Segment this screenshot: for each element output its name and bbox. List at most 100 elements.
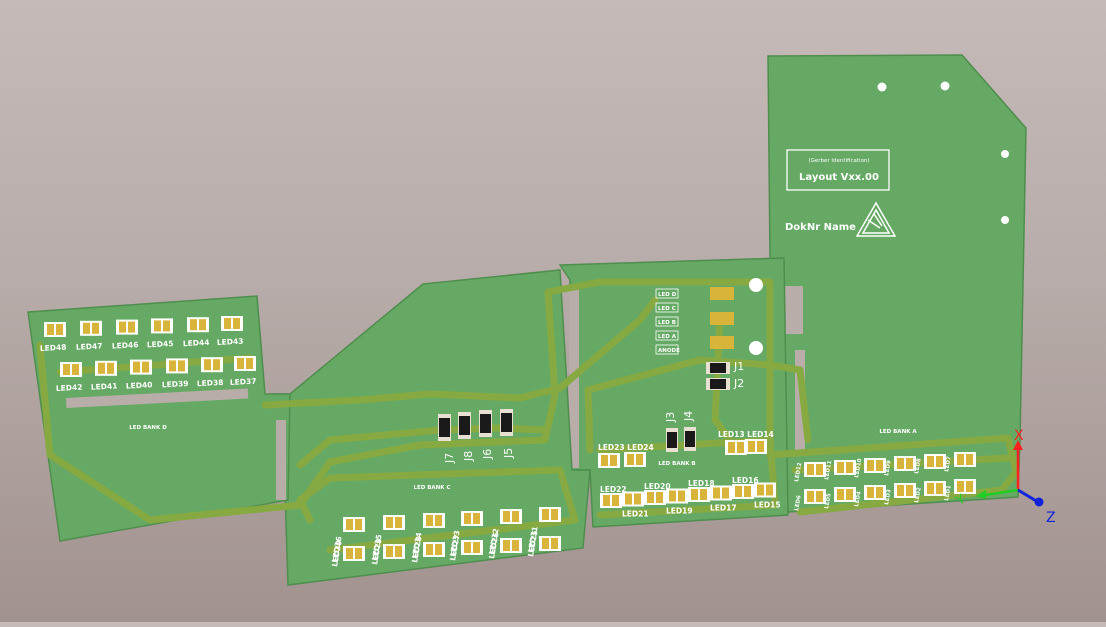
axis-z-label: Z	[1046, 510, 1056, 526]
mounting-hole	[1001, 216, 1009, 224]
led-footprint	[804, 462, 826, 477]
led-footprint	[710, 485, 732, 501]
led-footprint: LED32	[487, 509, 522, 555]
jumper-label: J6	[481, 449, 494, 460]
led-footprint: LED45	[147, 318, 174, 349]
connector-pad-label: LED C	[658, 306, 676, 312]
jumper: J2	[706, 377, 744, 390]
led-label: LED37	[230, 377, 257, 387]
led-label: LED43	[217, 337, 244, 347]
led-footprint: LED44	[183, 317, 210, 348]
connector-pad-label: LED B	[658, 320, 676, 326]
connector-pad	[710, 312, 734, 325]
jumper: J4	[682, 411, 696, 451]
jumper-label: J5	[502, 448, 515, 459]
led-label: LED41	[91, 381, 118, 391]
led-label: LED47	[76, 341, 103, 351]
esd-warning-icon	[855, 201, 897, 237]
led-footprint	[804, 489, 826, 504]
svg-text:LED4: LED4	[854, 491, 863, 508]
board-slot-2	[795, 350, 805, 456]
led-footprint: LED43	[217, 316, 244, 347]
svg-text:LED23 LED24: LED23 LED24	[598, 443, 654, 452]
svg-text:LED22: LED22	[600, 485, 627, 494]
led-label: LED46	[112, 340, 139, 350]
led-footprint: LED47	[76, 320, 103, 352]
layout-label: Layout Vxx.00	[799, 172, 879, 183]
led-footprint: LED42	[56, 362, 83, 393]
led-footprint	[688, 487, 710, 502]
board-slot-left-2	[276, 420, 286, 500]
led-label: LED45	[147, 339, 174, 349]
mounting-hole	[1001, 150, 1009, 158]
axis-x-label: X	[1014, 428, 1024, 444]
svg-text:LED13 LED14: LED13 LED14	[718, 430, 774, 439]
led-footprint	[954, 452, 976, 467]
led-footprint	[644, 490, 666, 505]
svg-text:LED6: LED6	[794, 495, 803, 512]
led-footprint: LED39	[162, 358, 189, 389]
jumper-label: J2	[733, 377, 744, 390]
mounting-hole	[877, 82, 887, 92]
led-footprint	[864, 458, 886, 473]
connector-pad	[710, 287, 734, 300]
svg-text:LED9: LED9	[884, 460, 893, 477]
led-footprint: LED40	[126, 359, 153, 391]
connector-pad-label: ANODE	[658, 348, 680, 354]
svg-text:LED19: LED19	[666, 507, 693, 516]
svg-text:LED17: LED17	[710, 504, 737, 513]
led-footprint	[924, 481, 946, 496]
svg-text:LED18: LED18	[688, 479, 715, 488]
board-slot-left	[66, 388, 249, 408]
svg-text:LED5: LED5	[824, 493, 833, 510]
led-label: LED42	[56, 383, 83, 393]
led-footprint: LED41	[91, 360, 118, 392]
bank-label-a: LED BANK A	[879, 429, 917, 435]
connector-pad-group	[710, 287, 734, 349]
svg-text:LED11: LED11	[824, 460, 833, 480]
svg-text:LED20: LED20	[644, 482, 671, 491]
led-label: LED39	[162, 379, 189, 389]
mounting-hole	[749, 341, 763, 355]
svg-text:LED15: LED15	[754, 501, 781, 510]
led-footprint: LED30	[330, 540, 365, 567]
connector-pad-label: LED D	[658, 292, 677, 298]
bank-label-b: LED BANK B	[658, 461, 695, 467]
led-label: LED44	[183, 338, 210, 348]
jumper: J6	[479, 410, 494, 460]
connector-pad-label: LED A	[658, 334, 677, 340]
led-footprint	[924, 454, 946, 469]
led-footprint: LED37	[230, 356, 257, 387]
led-footprint: LED38	[197, 357, 224, 388]
gerber-label: (Gerber Identification)	[808, 158, 869, 164]
mounting-holes	[749, 81, 1009, 355]
led-footprint	[954, 479, 976, 494]
doc-label: DokNr Name	[785, 222, 856, 233]
bank-label-d: LED BANK D	[129, 425, 167, 431]
led-footprint	[624, 452, 646, 467]
led-footprint	[754, 482, 776, 498]
svg-text:LED3: LED3	[884, 489, 893, 506]
svg-text:LED7: LED7	[944, 456, 953, 473]
led-footprint	[834, 487, 856, 502]
led-footprint	[745, 439, 767, 454]
jumper-label: J4	[682, 411, 695, 422]
mounting-hole	[940, 81, 950, 91]
led-footprint	[725, 440, 747, 455]
jumper-label: J8	[462, 451, 475, 462]
svg-text:LED1: LED1	[944, 485, 953, 502]
jumper: J3	[664, 412, 678, 452]
led-footprint	[864, 485, 886, 500]
led-label: LED40	[126, 380, 153, 390]
led-footprint: LED48	[40, 322, 67, 353]
connector-pad	[710, 336, 734, 349]
svg-text:LED12: LED12	[794, 462, 803, 482]
svg-text:LED2: LED2	[914, 487, 923, 504]
connector-pad-labels: LED D LED C LED B LED A ANODE	[655, 288, 680, 355]
led-footprint	[834, 460, 856, 475]
jumper: J5	[500, 409, 515, 459]
